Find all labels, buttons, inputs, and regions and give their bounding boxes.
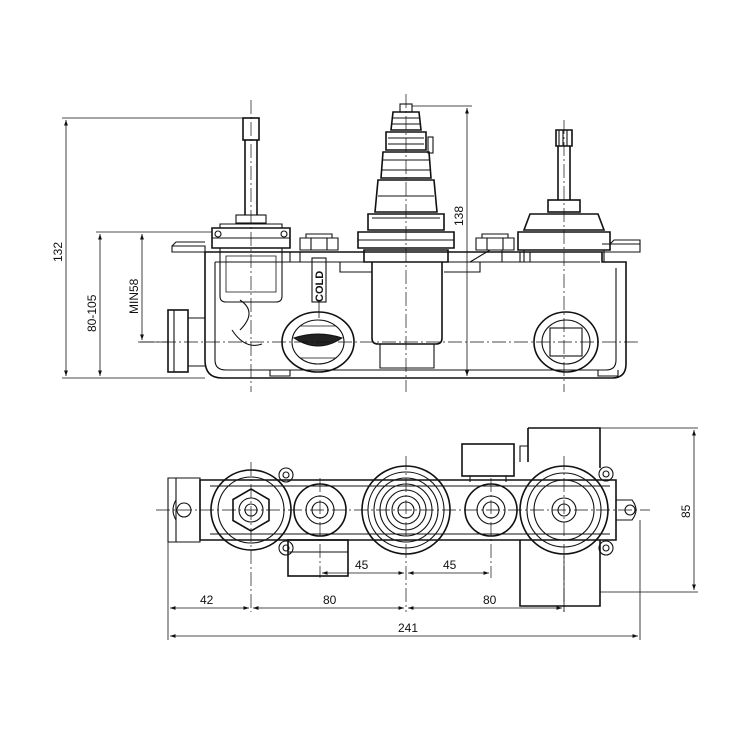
top-body: [167, 466, 637, 556]
dim-port-spacing: 42 80 80: [167, 520, 641, 640]
hex-nut-right: [475, 233, 515, 251]
dim-spacing-right-label: 80: [483, 593, 497, 607]
valve-body: [167, 249, 627, 379]
dim-total-width: 241: [170, 621, 638, 638]
cold-marker: COLD: [311, 257, 327, 318]
hex-nut-left: [299, 233, 339, 251]
check-block-top: [461, 443, 515, 482]
dim-cartridge-height: 138: [412, 105, 616, 379]
dim-spacing-left-label: 80: [323, 593, 337, 607]
mounting-bracket-right: [602, 239, 641, 253]
dim-min-depth: MIN58: [127, 234, 168, 343]
top-view: 45 45 42 80 80 241 85: [156, 427, 698, 640]
cold-label: COLD: [314, 271, 326, 302]
dim-inner-right-label: 45: [443, 558, 457, 572]
dim-left-offset-label: 42: [200, 593, 214, 607]
dim-inner-spacing: 45 45: [322, 558, 489, 575]
dim-wall-depth: 80-105: [85, 231, 212, 376]
dim-total-width-label: 241: [398, 621, 418, 635]
dim-inner-left-label: 45: [355, 558, 369, 572]
right-valve-housing: [519, 427, 601, 607]
dim-overall-height-label: 132: [51, 242, 65, 262]
front-view: COLD 132 80-105 MIN58 1: [51, 94, 641, 392]
dim-cartridge-height-label: 138: [452, 206, 466, 226]
valve-right: [517, 129, 611, 262]
dim-wall-depth-label: 80-105: [85, 294, 99, 332]
check-block-bottom: [287, 539, 349, 577]
dim-overall-height: 132: [51, 117, 244, 379]
dim-depth: 85: [600, 427, 698, 593]
dim-min-depth-label: MIN58: [127, 278, 141, 314]
mounting-bracket-left: [171, 241, 206, 253]
dim-depth-label: 85: [679, 504, 693, 518]
